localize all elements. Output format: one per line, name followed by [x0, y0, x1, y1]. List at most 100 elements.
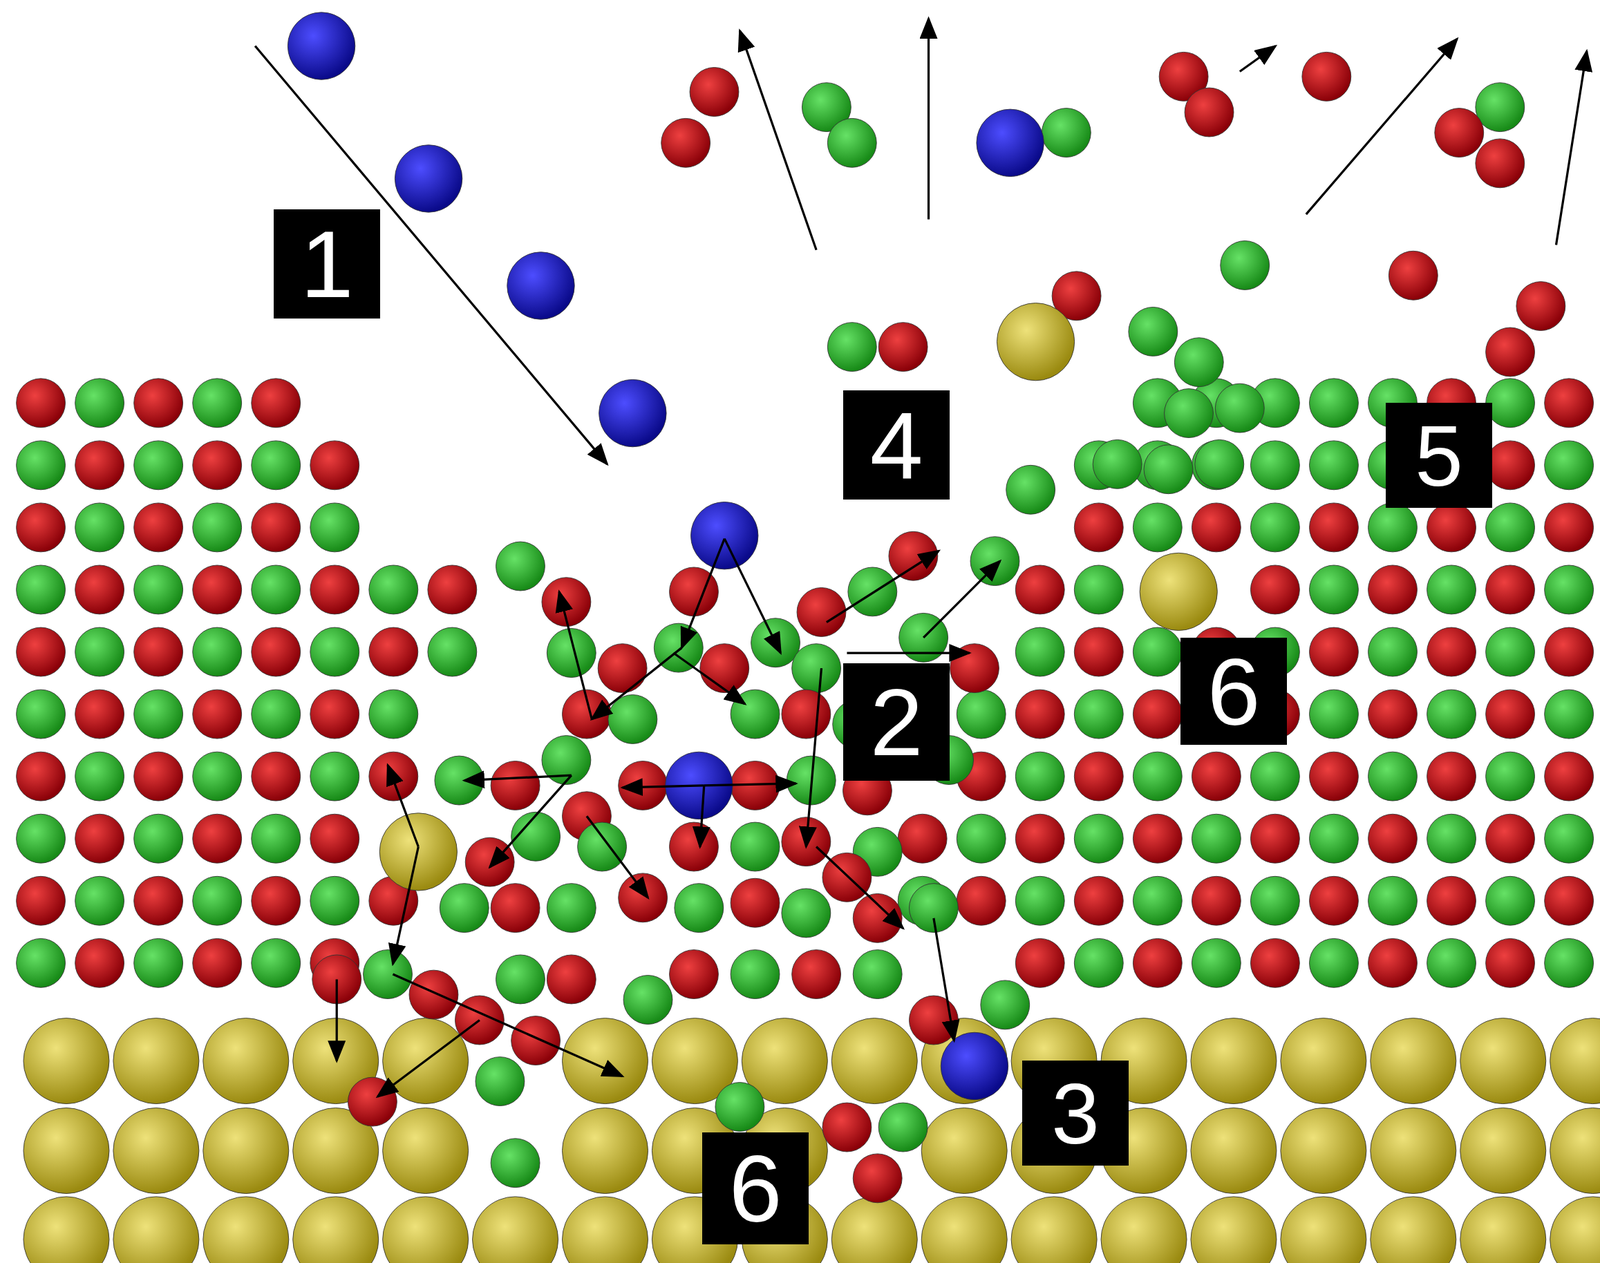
- atom: [1370, 1197, 1457, 1263]
- trajectory-arrow: [255, 46, 607, 465]
- atom: [310, 751, 360, 802]
- atom: [1215, 383, 1265, 433]
- callout-number: 5: [1385, 402, 1493, 508]
- trajectory-arrow: [1306, 38, 1458, 215]
- atom: [715, 1083, 765, 1133]
- atom: [1309, 814, 1359, 864]
- trajectory-arrow: [700, 785, 705, 848]
- atom: [1190, 1107, 1277, 1194]
- trajectory-arrow: [377, 1020, 480, 1098]
- atom: [369, 689, 419, 739]
- atom: [1427, 814, 1477, 864]
- atom: [827, 118, 877, 168]
- atom: [1460, 1018, 1547, 1105]
- atom: [192, 751, 242, 802]
- atom: [1015, 689, 1065, 739]
- atom: [1191, 814, 1241, 864]
- trajectory-arrow: [464, 775, 572, 781]
- atom: [1368, 689, 1418, 739]
- atom: [369, 565, 419, 615]
- atom: [1544, 565, 1594, 615]
- atom: [661, 118, 711, 168]
- atom: [251, 440, 301, 491]
- atom: [310, 689, 360, 739]
- atom: [23, 1018, 110, 1105]
- atom: [792, 950, 842, 1000]
- atom: [251, 627, 301, 677]
- atom: [1544, 751, 1594, 802]
- atom: [669, 950, 719, 1000]
- atom: [192, 378, 242, 428]
- atom: [1485, 689, 1536, 739]
- atom: [1368, 751, 1418, 802]
- atom: [1427, 876, 1477, 926]
- atom: [1544, 378, 1594, 428]
- atom: [16, 814, 66, 864]
- callout-number: 2: [843, 663, 950, 781]
- atom: [1544, 627, 1594, 677]
- atom: [781, 888, 831, 938]
- atom: [796, 588, 846, 638]
- atom: [1074, 938, 1124, 988]
- atom: [1475, 82, 1525, 133]
- atom: [599, 379, 667, 447]
- atom: [1485, 627, 1536, 677]
- atom: [618, 873, 668, 923]
- atom: [689, 67, 739, 117]
- atom: [730, 822, 780, 872]
- atom: [1544, 938, 1594, 988]
- atom: [16, 565, 66, 615]
- atom: [1485, 565, 1536, 615]
- atom: [1302, 51, 1352, 101]
- atom: [1074, 751, 1124, 802]
- atom: [1368, 814, 1418, 864]
- atom: [203, 1197, 289, 1263]
- atom: [507, 252, 575, 320]
- atom: [134, 503, 184, 553]
- atom: [996, 303, 1075, 381]
- trajectory-arrow: [681, 539, 725, 649]
- atom: [956, 689, 1006, 739]
- atom: [134, 627, 184, 677]
- atom: [852, 950, 902, 1000]
- atom: [1370, 1107, 1457, 1194]
- atom: [1427, 627, 1477, 677]
- atom: [669, 822, 719, 872]
- atom: [475, 1057, 525, 1107]
- atom: [1191, 751, 1241, 802]
- trajectory-arrow: [923, 561, 1001, 638]
- atom: [1250, 814, 1300, 864]
- atom: [1460, 1107, 1547, 1194]
- atom-layer: [16, 12, 1600, 1263]
- atom: [1309, 938, 1359, 988]
- atom: [1388, 250, 1438, 300]
- atom: [1190, 1197, 1277, 1263]
- atom: [908, 883, 958, 934]
- atom: [848, 567, 898, 617]
- atom: [192, 938, 242, 988]
- atom: [192, 627, 242, 677]
- atom: [950, 644, 1000, 694]
- atom: [608, 695, 658, 745]
- atom: [691, 501, 759, 569]
- atom: [1280, 1197, 1367, 1263]
- atom: [956, 876, 1006, 926]
- atom: [1191, 503, 1241, 553]
- callout-number: 1: [273, 209, 381, 319]
- atom: [1516, 281, 1566, 332]
- atom: [1427, 751, 1477, 802]
- atom: [16, 627, 66, 677]
- atom: [1550, 1197, 1600, 1263]
- atom: [1128, 307, 1178, 357]
- atom: [134, 378, 184, 428]
- atom: [251, 876, 301, 926]
- atom: [1427, 689, 1477, 739]
- callout-number: 6: [702, 1132, 809, 1245]
- trajectory-arrow: [387, 765, 419, 847]
- atom: [1015, 627, 1065, 677]
- atom: [251, 751, 301, 802]
- atom: [561, 1197, 648, 1263]
- trajectory-arrow: [673, 653, 745, 705]
- atom: [382, 1197, 469, 1263]
